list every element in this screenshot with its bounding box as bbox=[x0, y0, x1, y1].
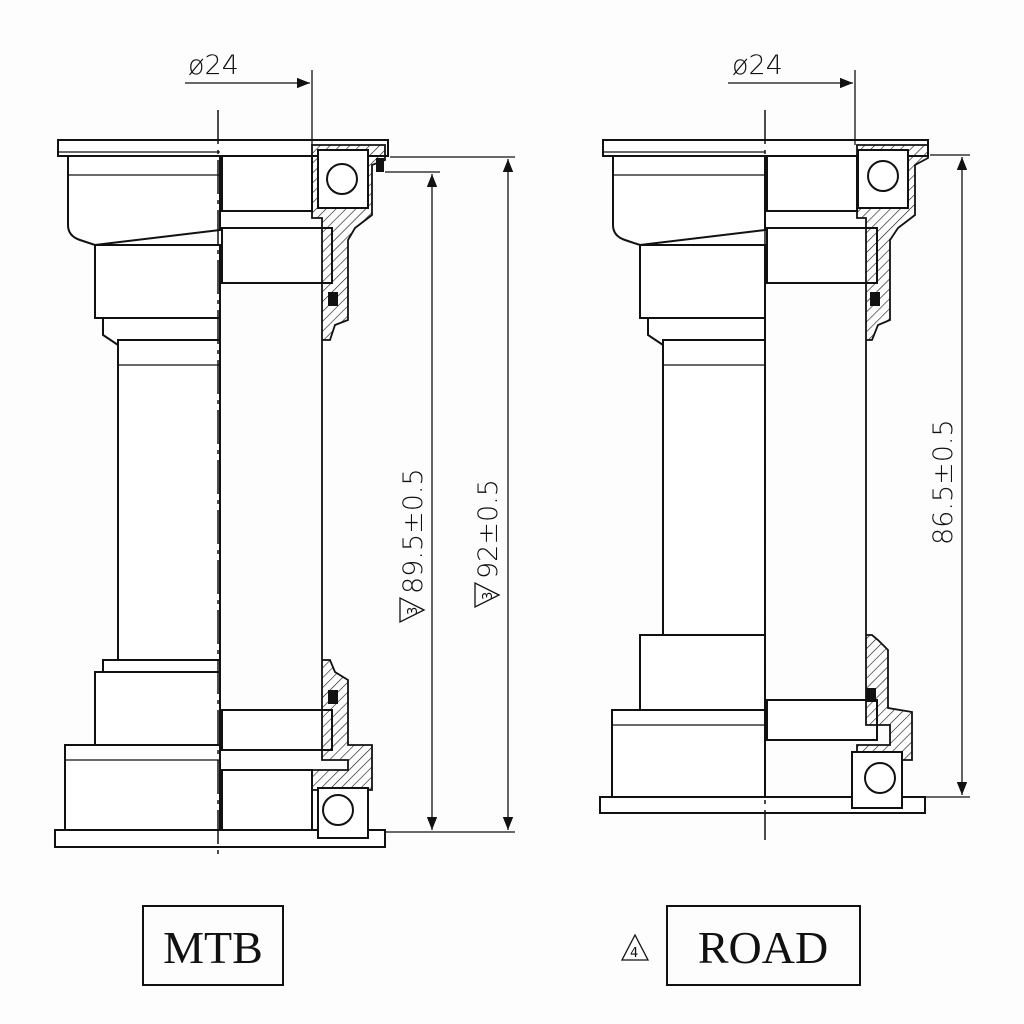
bottom-cup-flange bbox=[54, 829, 386, 848]
road-headset-drawing: ø24 86.5±0.5 4 ROAD bbox=[599, 50, 970, 986]
steerer-tube bbox=[662, 339, 766, 636]
road-title-box bbox=[666, 905, 861, 986]
svg-text:3: 3 bbox=[481, 592, 496, 600]
revision-mark-4: 4 bbox=[620, 933, 650, 961]
diameter-label: ø24 bbox=[732, 50, 783, 81]
mtb-title: MTB bbox=[163, 922, 263, 973]
crown-race-seat bbox=[94, 244, 221, 319]
dim-inner-text: 89.5±0.5 bbox=[398, 468, 429, 594]
bottom-cup bbox=[611, 709, 766, 798]
mtb-title-box bbox=[142, 905, 284, 986]
dim-height-text: 86.5±0.5 bbox=[928, 419, 959, 545]
dim-outer-height: 3 92±0.5 bbox=[473, 479, 504, 609]
top-cup bbox=[612, 155, 766, 247]
dim-outer-text: 92±0.5 bbox=[473, 479, 504, 579]
dim-inner-height: 3 89.5±0.5 bbox=[398, 468, 429, 624]
frame-cup-section bbox=[856, 144, 929, 761]
mtb-headset-drawing: ø24 3 89.5±0.5 3 92±0.5 MTB bbox=[54, 50, 515, 986]
steerer-tube bbox=[117, 339, 221, 661]
top-cup bbox=[67, 155, 221, 247]
road-title: ROAD bbox=[698, 922, 828, 973]
bottom-cup-flange bbox=[599, 796, 926, 814]
svg-text:4: 4 bbox=[630, 946, 638, 961]
svg-text:3: 3 bbox=[406, 607, 421, 615]
diameter-label: ø24 bbox=[188, 50, 239, 81]
bottom-race-seat bbox=[94, 671, 221, 746]
frame-cup-section bbox=[311, 144, 386, 791]
bottom-cup bbox=[64, 744, 221, 831]
